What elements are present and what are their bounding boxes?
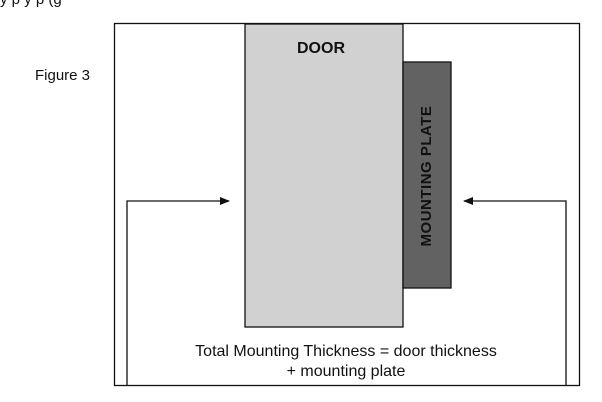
mounting-plate-rect bbox=[402, 61, 452, 289]
mounting-plate-label: MOUNTING PLATE bbox=[418, 106, 435, 247]
caption-line-2: + mounting plate bbox=[287, 363, 406, 380]
left-arrow bbox=[126, 197, 230, 386]
cropped-top-text: y p y p (g bbox=[0, 0, 602, 8]
figure-label: Figure 3 bbox=[35, 67, 91, 84]
door-rect bbox=[244, 23, 404, 328]
caption-line-1: Total Mounting Thickness = door thicknes… bbox=[195, 343, 497, 360]
right-arrow bbox=[463, 197, 567, 386]
door-label: DOOR bbox=[297, 40, 345, 57]
